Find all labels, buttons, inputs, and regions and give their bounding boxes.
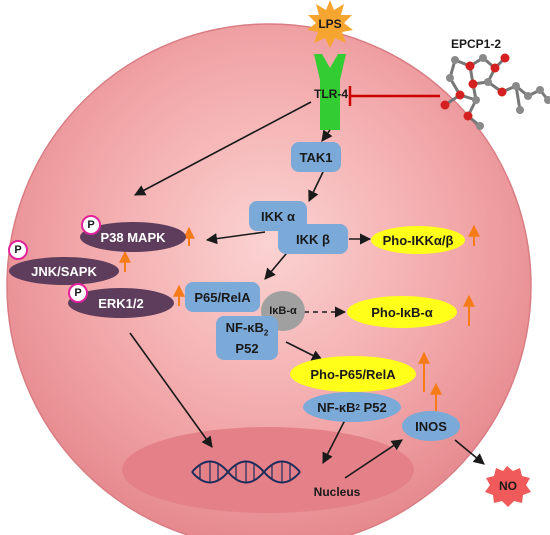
p52-label: P52 <box>360 399 387 415</box>
ikk-beta-box: IKK β <box>278 224 348 254</box>
nfkb2-p52-box: NF-κB2 P52 <box>216 316 278 360</box>
arrow-nfkb-to-nucleus <box>322 419 346 464</box>
nucleus-region <box>122 427 414 513</box>
pho-ikb-ellipse: Pho-IκB-α <box>347 296 457 328</box>
arrow-tlr4-to-p38 <box>134 101 312 196</box>
no-burst-icon <box>485 466 531 507</box>
phospho-icon: P <box>8 240 28 260</box>
inos-node: INOS <box>402 411 460 441</box>
lps-star-icon <box>307 0 353 48</box>
tak1-box: TAK1 <box>291 142 341 172</box>
arrow-p52-to-pho-p65 <box>285 341 324 361</box>
tlr4-label: TLR-4 <box>314 87 348 101</box>
jnk-sapk-node: JNK/SAPK <box>9 257 119 285</box>
no-label: NO <box>499 479 517 493</box>
arrow-ikk-to-p38 <box>205 231 266 245</box>
pho-ikk-ellipse: Pho-IKKα/β <box>371 226 465 254</box>
up-arrow-icons <box>119 224 480 412</box>
nfkb2-label: NF-κB2 <box>226 320 269 341</box>
arrow-erk-to-nucleus <box>129 332 213 448</box>
nucleus-label: Nucleus <box>313 485 361 499</box>
nfkb-subscript: 2 <box>263 328 269 338</box>
nfkb-text: NF-κB <box>225 320 264 336</box>
p52-label: P52 <box>235 340 259 356</box>
arrow-tak1-to-ikk <box>308 171 324 203</box>
lps-label: LPS <box>318 17 342 31</box>
arrow-tlr4-to-tak1 <box>321 129 333 142</box>
p65-rela-box: P65/RelA <box>185 282 260 312</box>
pho-p65-ellipse: Pho-P65/RelA <box>290 356 416 392</box>
ikb-alpha-label: IκB-α <box>269 305 297 317</box>
phospho-icon: P <box>81 215 101 235</box>
nfkb-subscript: 2 <box>355 402 360 412</box>
nfkb-text: NF-κB <box>317 399 356 415</box>
arrow-inos-to-no <box>454 439 485 465</box>
pathway-arrows <box>129 101 485 479</box>
arrow-nucleus-to-inos <box>344 439 403 479</box>
epcp-molecule-icon <box>440 53 550 130</box>
dna-helix-icon <box>191 460 301 484</box>
tlr4-receptor-icon <box>314 54 346 130</box>
phospho-icon: P <box>68 283 88 303</box>
epcp-label: EPCP1-2 <box>450 37 502 51</box>
erk12-node: ERK1/2 <box>68 288 174 318</box>
